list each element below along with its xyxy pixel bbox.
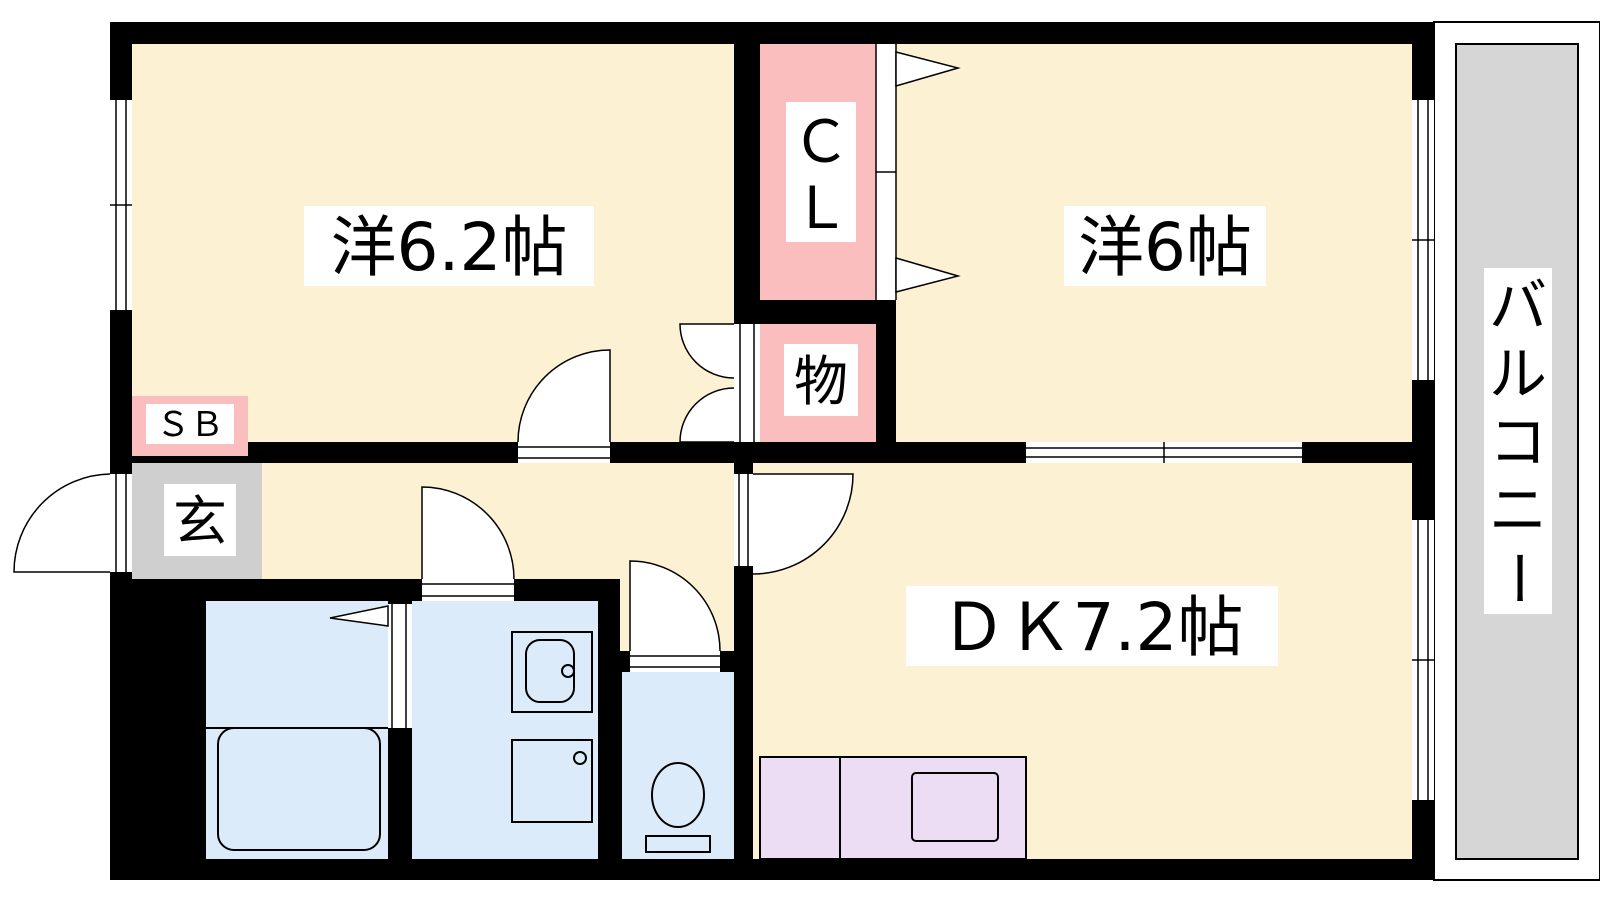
- sliding-door: [1026, 442, 1302, 463]
- door-toilet: [629, 560, 721, 672]
- label-balcony-5: ー: [1484, 549, 1552, 607]
- label-balcony-1: バ: [1489, 272, 1547, 340]
- label-dk: ＤＫ7.2帖: [941, 589, 1244, 666]
- door-western-a: [517, 349, 611, 463]
- door-storage: [679, 323, 760, 443]
- label-closet-l: Ｌ: [792, 174, 850, 242]
- toilet-icon: [651, 762, 705, 828]
- label-storage: 物: [794, 350, 848, 413]
- label-entrance: 玄: [173, 490, 227, 553]
- door-bathroom: [329, 604, 412, 728]
- window-right-upper: [1412, 100, 1434, 380]
- label-shoe-box: ＳＢ: [156, 405, 224, 445]
- label-balcony-4: ニ: [1489, 476, 1547, 544]
- label-western-a: 洋6.2帖: [331, 209, 568, 286]
- label-closet-c: Ｃ: [792, 108, 850, 176]
- label-western-b: 洋6帖: [1078, 209, 1252, 286]
- sink-icon: [911, 772, 999, 842]
- closet-doors: [875, 44, 961, 300]
- label-balcony-2: ル: [1489, 340, 1547, 408]
- window-right-lower: [1412, 520, 1434, 800]
- label-balcony-3: コ: [1489, 408, 1547, 476]
- window-left: [110, 100, 132, 310]
- door-washroom: [421, 486, 515, 601]
- bathtub: [217, 727, 381, 851]
- door-dk: [734, 473, 854, 575]
- entrance-door: [13, 473, 132, 573]
